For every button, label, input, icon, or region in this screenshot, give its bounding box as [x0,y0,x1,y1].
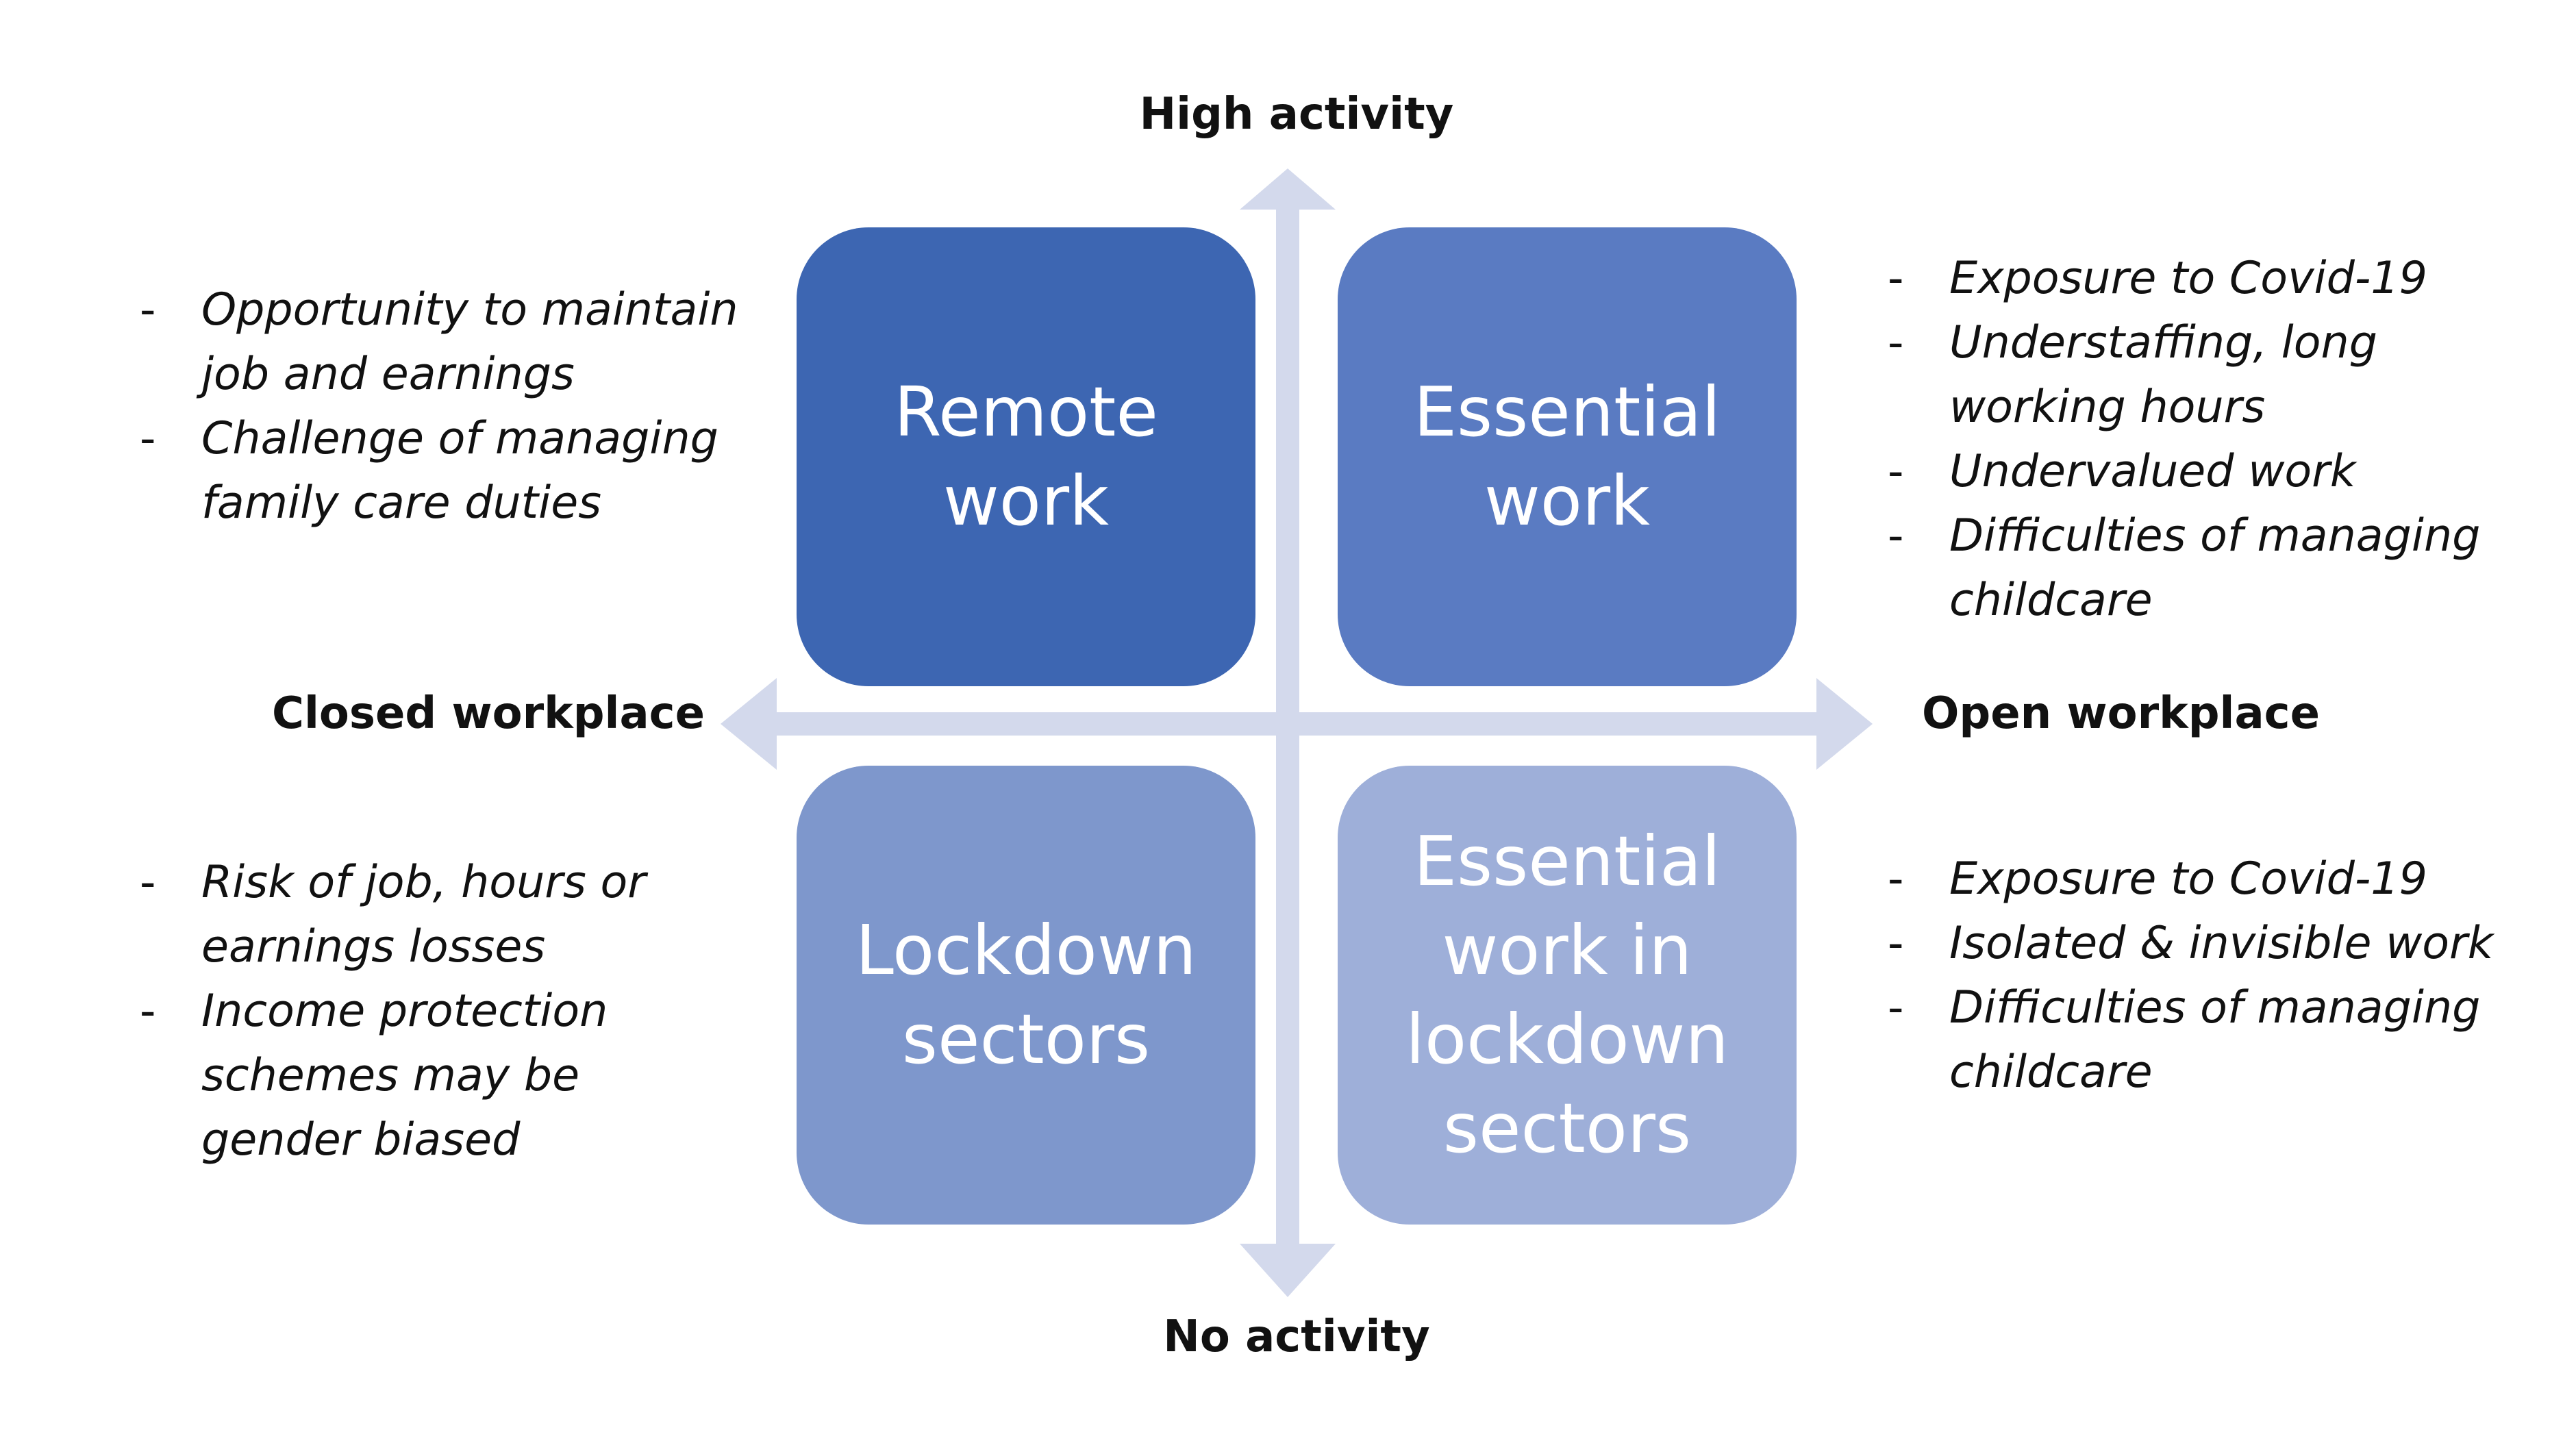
notes-essential-work: Exposure to Covid-19 Understaffing, long… [1884,247,2521,633]
note-item: Income protection schemes may be gender … [136,979,738,1172]
note-item: Exposure to Covid-19 [1884,847,2534,912]
note-item: Difficulties of managing childcare [1884,504,2521,633]
quadrant-essential-work: Essential work [1338,227,1797,686]
note-item: Isolated & invisible work [1884,912,2534,976]
notes-remote-work: Opportunity to maintain job and earnings… [136,278,752,536]
arrow-left-head [721,678,777,770]
note-item: Undervalued work [1884,440,2521,504]
note-item: Exposure to Covid-19 [1884,247,2521,311]
arrow-down-head [1240,1244,1336,1297]
notes-essential-work-in-lockdown: Exposure to Covid-19 Isolated & invisibl… [1884,847,2534,1105]
notes-lockdown-sectors: Risk of job, hours or earnings losses In… [136,851,738,1172]
quadrant-remote-work: Remote work [797,227,1255,686]
arrow-right-head [1816,678,1873,770]
axis-label-closed-workplace: Closed workplace [272,688,705,739]
note-item: Opportunity to maintain job and earnings [136,278,752,407]
note-item: Challenge of managing family care duties [136,407,752,536]
axis-label-no-activity: No activity [1163,1312,1430,1362]
quadrant-lockdown-sectors: Lockdown sectors [797,766,1255,1225]
note-item: Difficulties of managing childcare [1884,976,2534,1105]
arrow-up-head [1240,168,1336,210]
note-item: Understaffing, long working hours [1884,311,2521,440]
axis-label-high-activity: High activity [1139,89,1454,140]
quadrant-essential-work-in-lockdown-sectors: Essential work in lockdown sectors [1338,766,1797,1225]
axis-label-open-workplace: Open workplace [1922,688,2320,739]
note-item: Risk of job, hours or earnings losses [136,851,738,979]
horizontal-axis-shaft [774,712,1829,736]
